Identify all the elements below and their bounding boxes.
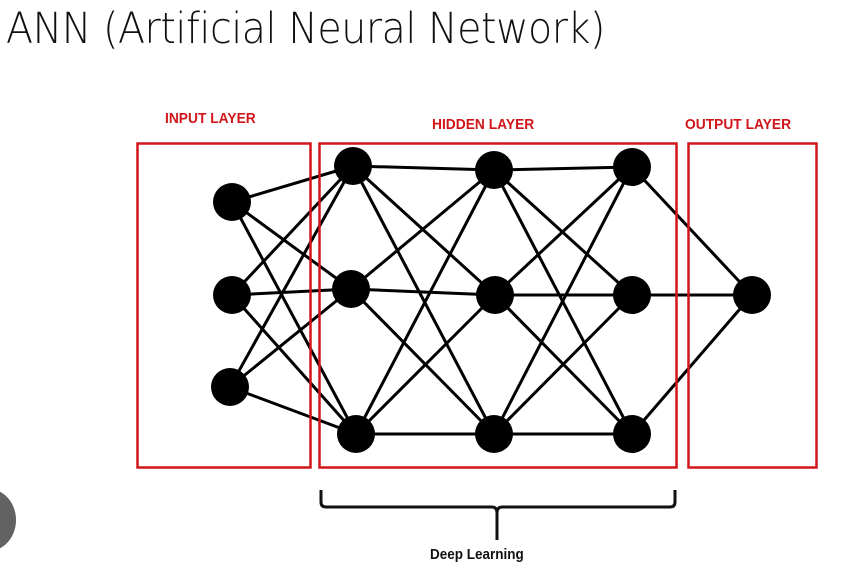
hidden-2-neuron-1 xyxy=(475,151,513,189)
hidden-1-neuron-2 xyxy=(332,270,370,308)
connection-input-3-to-hidden-1-3 xyxy=(229,385,357,436)
deep-learning-bracket xyxy=(319,490,677,540)
input-neuron-1 xyxy=(213,183,251,221)
input-neuron-2 xyxy=(213,276,251,314)
output-layer-box xyxy=(687,142,818,469)
neurons xyxy=(211,147,771,453)
hidden-layer-box xyxy=(318,142,678,469)
connection-input-1-to-hidden-1-2 xyxy=(231,200,352,291)
connection-hidden-1-3-to-hidden-2-1 xyxy=(354,169,496,435)
connection-hidden-1-1-to-hidden-2-3 xyxy=(351,165,496,435)
connection-hidden-2-3-to-hidden-3-1 xyxy=(492,166,634,435)
connection-hidden-1-2-to-hidden-2-1 xyxy=(350,168,495,291)
connection-input-3-to-hidden-1-2 xyxy=(229,287,352,389)
output-layer-label: OUTPUT LAYER xyxy=(685,116,792,133)
connection-input-2-to-hidden-1-2 xyxy=(231,287,352,297)
connection-input-2-to-hidden-1-3 xyxy=(230,294,358,435)
connection-hidden-2-3-to-hidden-3-2 xyxy=(492,293,634,436)
connection-hidden-2-2-to-hidden-3-1 xyxy=(493,165,634,297)
deep-learning-label: Deep Learning xyxy=(430,546,524,563)
hidden-layer-label: HIDDEN LAYER xyxy=(432,116,535,133)
layer-boxes xyxy=(136,142,818,469)
hidden-3-neuron-2 xyxy=(613,276,651,314)
connection-hidden-2-1-to-hidden-3-1 xyxy=(493,165,633,172)
hidden-1-neuron-3 xyxy=(337,415,375,453)
connection-hidden-1-2-to-hidden-2-2 xyxy=(350,287,496,297)
connection-input-1-to-hidden-1-3 xyxy=(230,201,358,435)
connection-hidden-1-2-to-hidden-2-3 xyxy=(349,287,496,436)
connection-hidden-1-1-to-hidden-2-1 xyxy=(352,164,495,172)
connection-hidden-1-1-to-hidden-2-2 xyxy=(351,164,497,297)
hidden-3-neuron-3 xyxy=(613,415,651,453)
connection-hidden-3-1-to-output-1 xyxy=(630,165,754,297)
input-neuron-3 xyxy=(211,368,249,406)
connection-input-1-to-hidden-1-1 xyxy=(231,164,354,204)
input-layer-label: INPUT LAYER xyxy=(165,110,256,127)
circle-button-icon[interactable] xyxy=(0,489,16,551)
hidden-1-neuron-1 xyxy=(334,147,372,185)
hidden-2-neuron-3 xyxy=(475,415,513,453)
connections xyxy=(228,164,754,436)
connection-hidden-3-3-to-output-1 xyxy=(630,294,754,435)
output-neuron-1 xyxy=(733,276,771,314)
connection-input-3-to-hidden-1-1 xyxy=(228,165,355,388)
page-title: ANN (Artificial Neural Network) xyxy=(6,4,605,54)
hidden-3-neuron-1 xyxy=(613,148,651,186)
hidden-2-neuron-2 xyxy=(476,276,514,314)
input-layer-box xyxy=(136,142,312,469)
connection-hidden-1-3-to-hidden-2-2 xyxy=(354,293,497,436)
connection-input-2-to-hidden-1-1 xyxy=(230,164,355,297)
